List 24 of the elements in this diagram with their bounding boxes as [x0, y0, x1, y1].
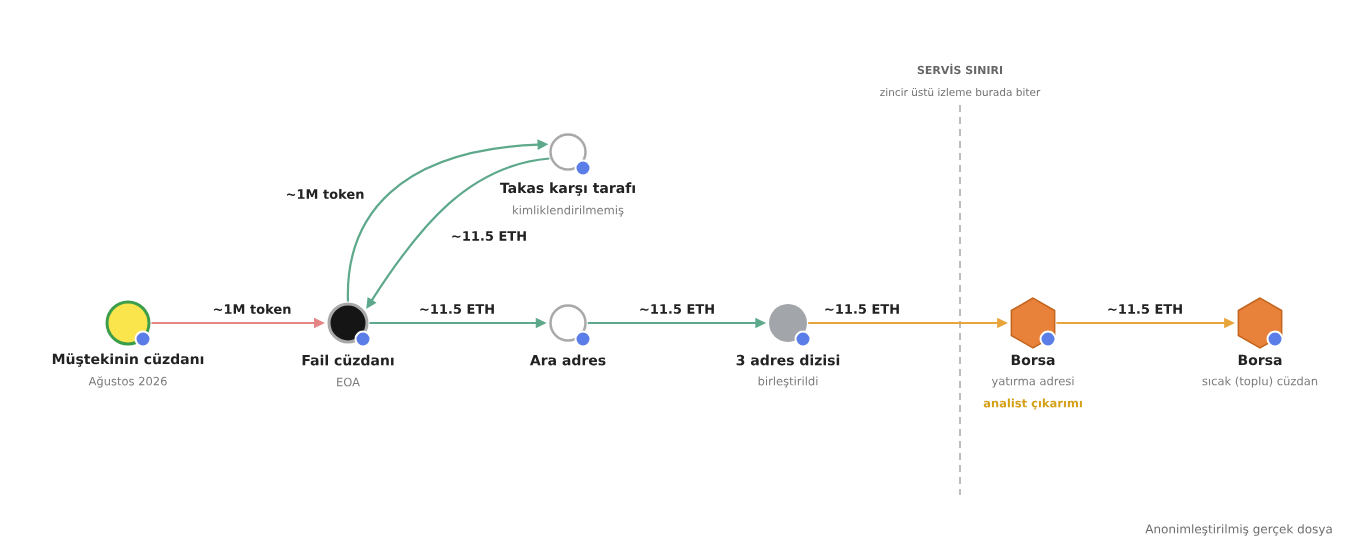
boundary-note: zincir üstü izleme burada biter: [880, 87, 1041, 97]
node-subtitle: Ağustos 2026: [88, 376, 167, 388]
node-subtitle: birleştirildi: [758, 376, 818, 388]
node-title: Borsa: [1238, 354, 1282, 366]
node-title: Borsa: [1011, 354, 1055, 366]
edge-label: ~11.5 ETH: [637, 302, 717, 316]
edge-label: ~1M token: [284, 187, 366, 201]
inference-note: analist çıkarımı: [983, 398, 1082, 410]
node-title: Fail cüzdanı: [302, 354, 394, 366]
node-subtitle: yatırma adresi: [991, 376, 1074, 388]
node-title: Müştekinin cüzdanı: [52, 353, 204, 367]
edge-label: ~11.5 ETH: [449, 229, 529, 243]
edge-label: ~11.5 ETH: [1105, 302, 1185, 316]
edge-label: ~1M token: [211, 302, 293, 316]
node-subtitle: kimliklendirilmemiş: [513, 205, 624, 217]
node-title: Takas karşı tarafı: [499, 182, 635, 196]
edge-label: ~11.5 ETH: [822, 302, 902, 316]
boundary-heading: SERVİS SINIRI: [917, 63, 1003, 75]
node-title: Ara adres: [529, 354, 606, 366]
footer-note: Anonimleştirilmiş gerçek dosya: [1145, 524, 1332, 536]
node-subtitle: EOA: [337, 377, 360, 387]
node-title: 3 adres dizisi: [736, 354, 840, 366]
node-subtitle: sıcak (toplu) cüzdan: [1202, 376, 1318, 388]
edge-label: ~11.5 ETH: [417, 302, 497, 316]
